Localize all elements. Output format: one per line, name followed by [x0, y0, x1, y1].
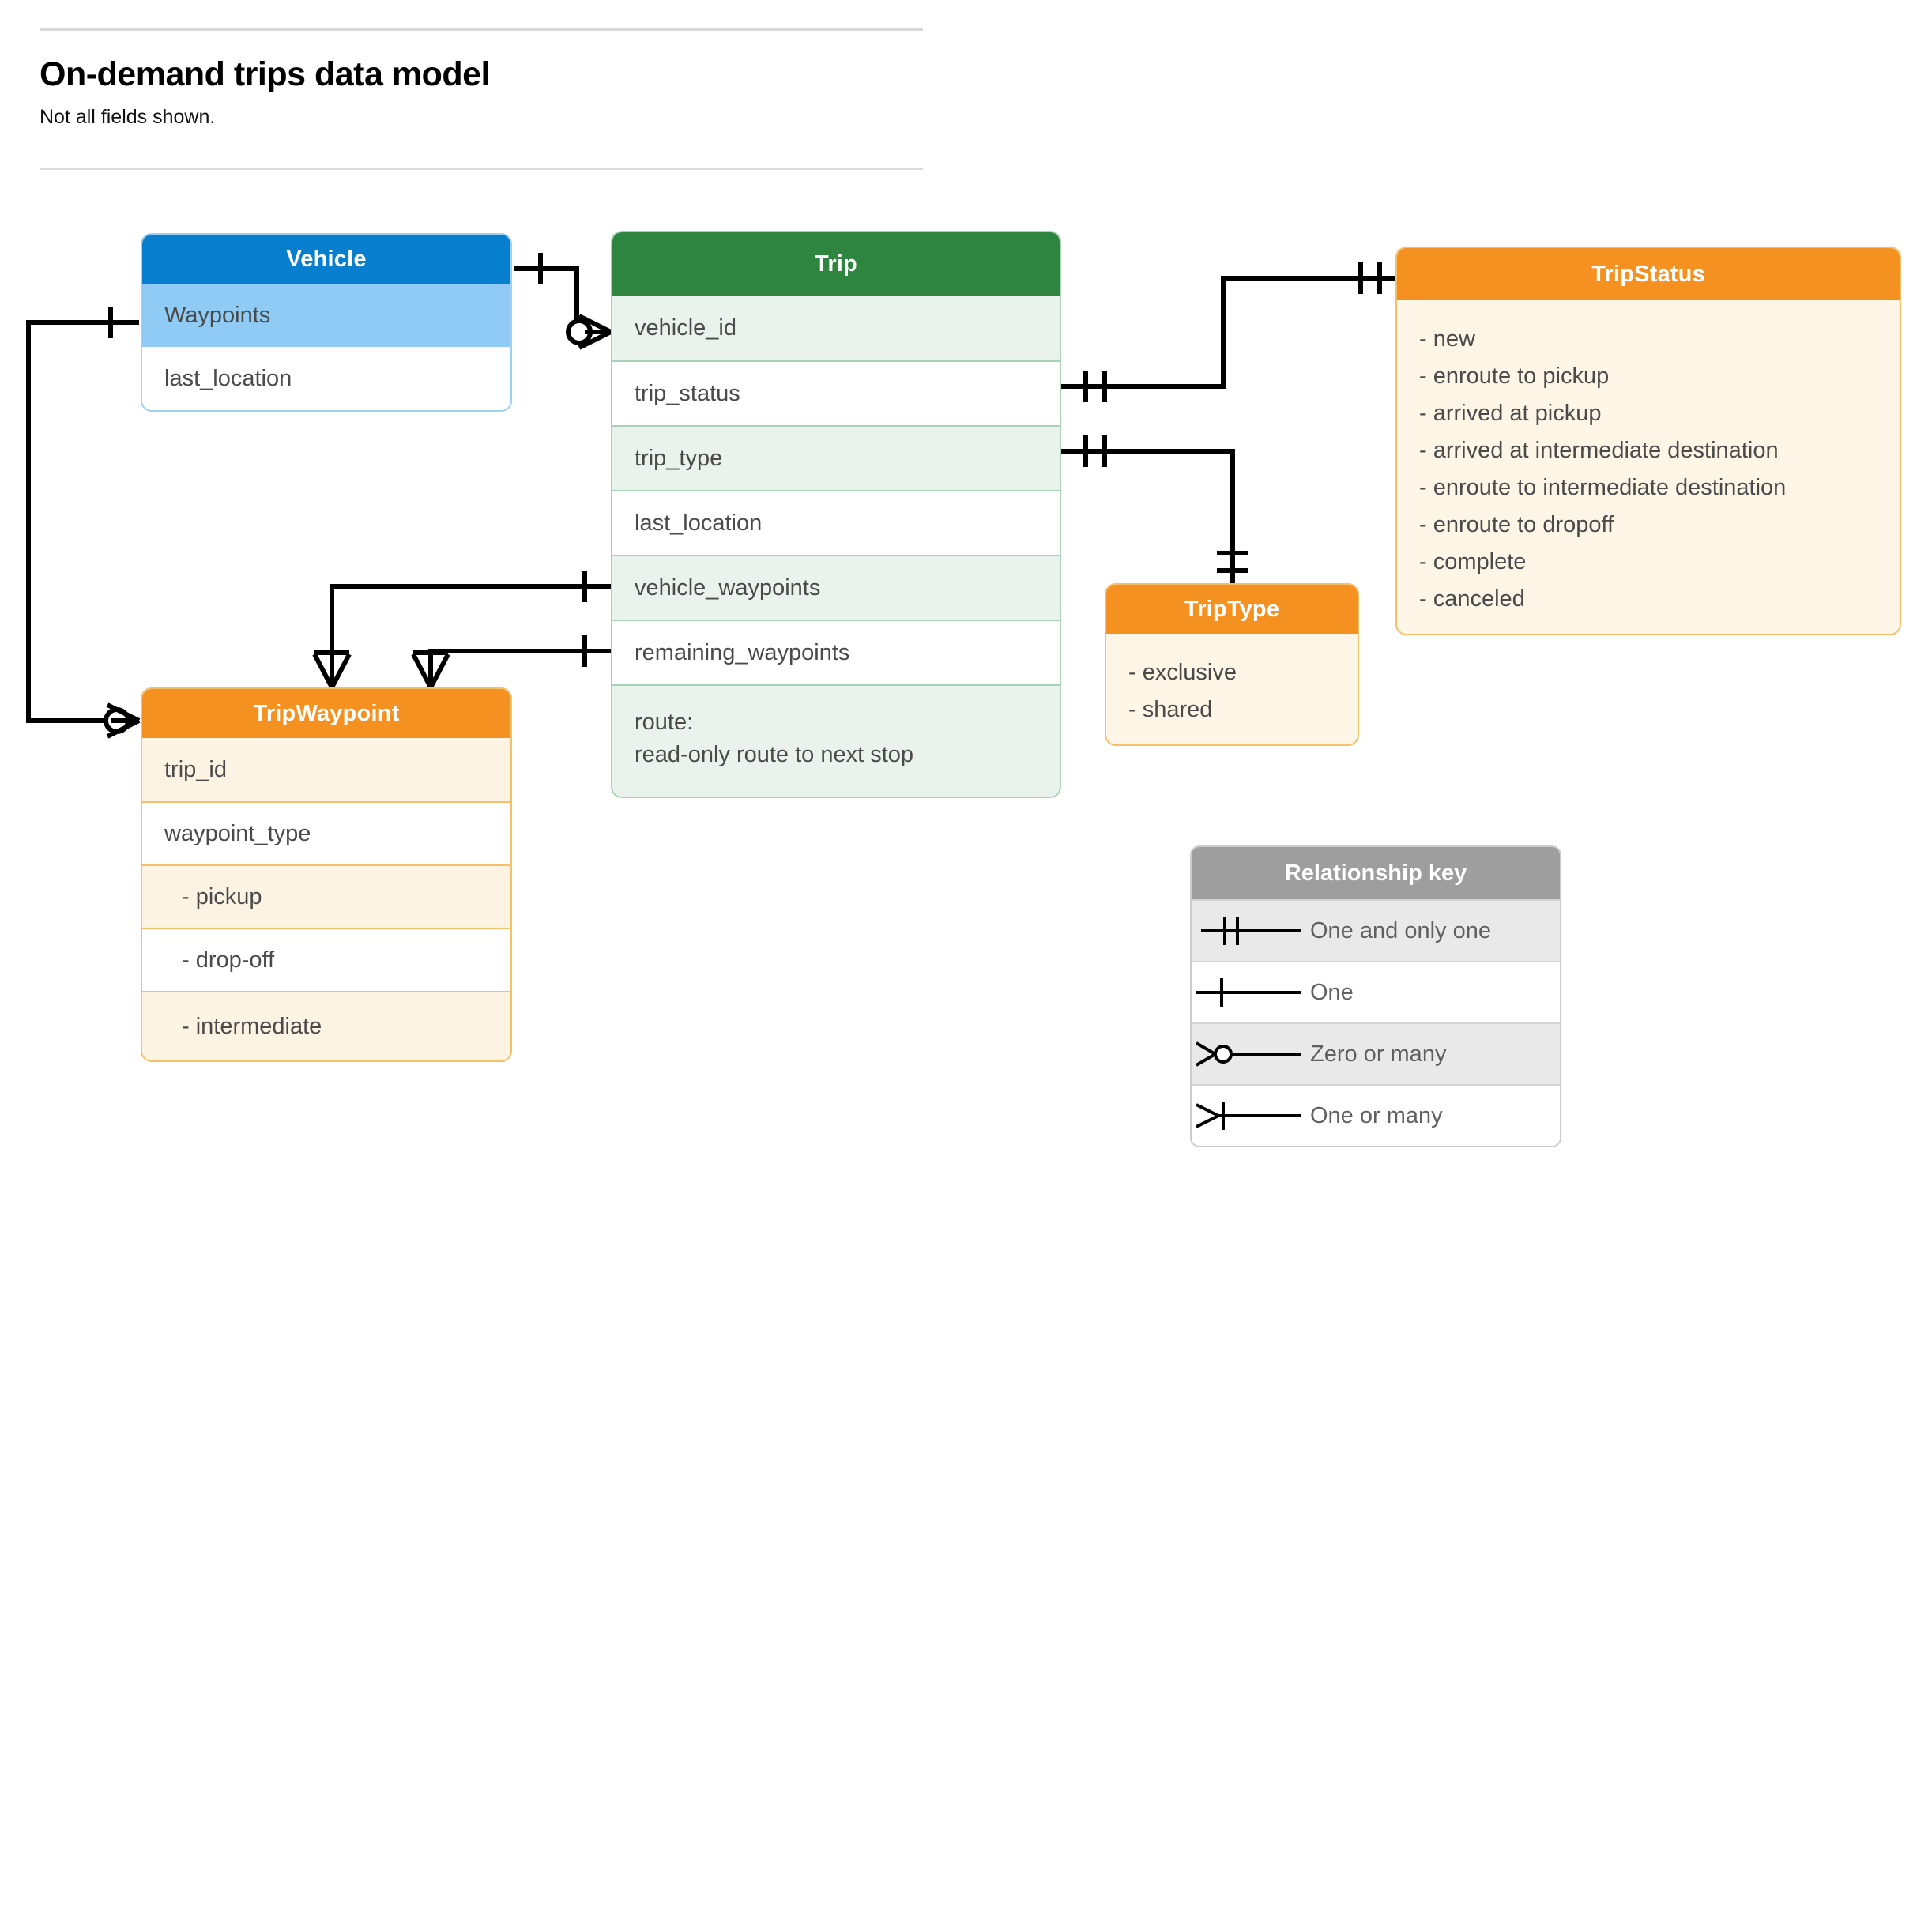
field-last-location[interactable]: last_location — [142, 347, 510, 410]
enum-value-intermediate: - intermediate — [142, 991, 510, 1060]
enum-value: - shared — [1128, 696, 1213, 722]
field-waypoint-type[interactable]: waypoint_type — [142, 801, 510, 864]
one-or-many-icon — [1196, 1102, 1301, 1130]
enum-value: - enroute to dropoff — [1419, 511, 1614, 537]
field-vehicle-waypoints[interactable]: vehicle_waypoints — [612, 555, 1060, 620]
relationship-key-title: Relationship key — [1192, 847, 1560, 899]
entity-trip-type[interactable]: TripType - exclusive - shared — [1105, 583, 1359, 746]
entity-trip-type-title: TripType — [1106, 585, 1358, 634]
page-subtitle: Not all fields shown. — [40, 106, 216, 128]
relationship-key: Relationship key One and only one One Ze — [1190, 845, 1561, 1147]
field-waypoints[interactable]: Waypoints — [142, 284, 510, 347]
field-remaining-waypoints[interactable]: remaining_waypoints — [612, 620, 1060, 684]
legend-row-one: One — [1192, 961, 1560, 1022]
enum-value-dropoff: - drop-off — [142, 928, 510, 991]
entity-trip-waypoint-rows: trip_id waypoint_type - pickup - drop-of… — [142, 738, 510, 1060]
one-icon — [1196, 978, 1301, 1007]
field-vehicle-id[interactable]: vehicle_id — [612, 296, 1060, 360]
page-title: On-demand trips data model — [40, 55, 490, 93]
field-route-label: route: — [635, 710, 694, 735]
header-divider-top — [40, 28, 923, 31]
enum-value: - arrived at intermediate destination — [1419, 437, 1779, 463]
field-trip-id[interactable]: trip_id — [142, 738, 510, 801]
enum-value: - exclusive — [1128, 660, 1237, 685]
entity-trip[interactable]: Trip vehicle_id trip_status trip_type la… — [611, 231, 1061, 798]
enum-value: - enroute to pickup — [1419, 363, 1610, 389]
entity-trip-status-title: TripStatus — [1397, 248, 1900, 300]
entity-trip-rows: vehicle_id trip_status trip_type last_lo… — [612, 296, 1060, 797]
enum-value: - canceled — [1419, 586, 1525, 612]
entity-trip-title: Trip — [612, 232, 1060, 296]
entity-trip-status[interactable]: TripStatus - new - enroute to pickup - a… — [1395, 247, 1901, 635]
enum-value: - new — [1419, 326, 1475, 352]
field-route-description: read-only route to next stop — [635, 742, 914, 768]
legend-label: Zero or many — [1310, 1041, 1447, 1067]
entity-vehicle-title: Vehicle — [142, 235, 510, 284]
legend-row-one-and-only-one: One and only one — [1192, 899, 1560, 961]
legend-row-zero-or-many: Zero or many — [1192, 1022, 1560, 1084]
enum-value: - complete — [1419, 548, 1527, 574]
entity-trip-status-values: - new - enroute to pickup - arrived at p… — [1397, 300, 1900, 634]
entity-trip-waypoint[interactable]: TripWaypoint trip_id waypoint_type - pic… — [141, 687, 512, 1062]
legend-label: One and only one — [1310, 917, 1491, 943]
field-trip-type[interactable]: trip_type — [612, 425, 1060, 490]
header-divider-bottom — [40, 168, 923, 170]
field-trip-status[interactable]: trip_status — [612, 360, 1060, 425]
entity-trip-type-values: - exclusive - shared — [1106, 634, 1358, 744]
legend-row-one-or-many: One or many — [1192, 1084, 1560, 1146]
enum-value: - enroute to intermediate destination — [1419, 474, 1787, 500]
field-trip-last-location[interactable]: last_location — [612, 490, 1060, 555]
entity-vehicle-rows: Waypoints last_location — [142, 284, 510, 410]
one-and-only-one-icon — [1201, 917, 1301, 945]
enum-value: - arrived at pickup — [1419, 400, 1602, 426]
legend-label: One or many — [1310, 1102, 1443, 1128]
zero-or-many-icon — [1195, 1041, 1301, 1067]
field-route[interactable]: route: read-only route to next stop — [612, 684, 1060, 797]
entity-vehicle[interactable]: Vehicle Waypoints last_location — [141, 233, 512, 412]
enum-value-pickup: - pickup — [142, 864, 510, 928]
entity-trip-waypoint-title: TripWaypoint — [142, 689, 510, 738]
legend-label: One — [1310, 979, 1354, 1005]
